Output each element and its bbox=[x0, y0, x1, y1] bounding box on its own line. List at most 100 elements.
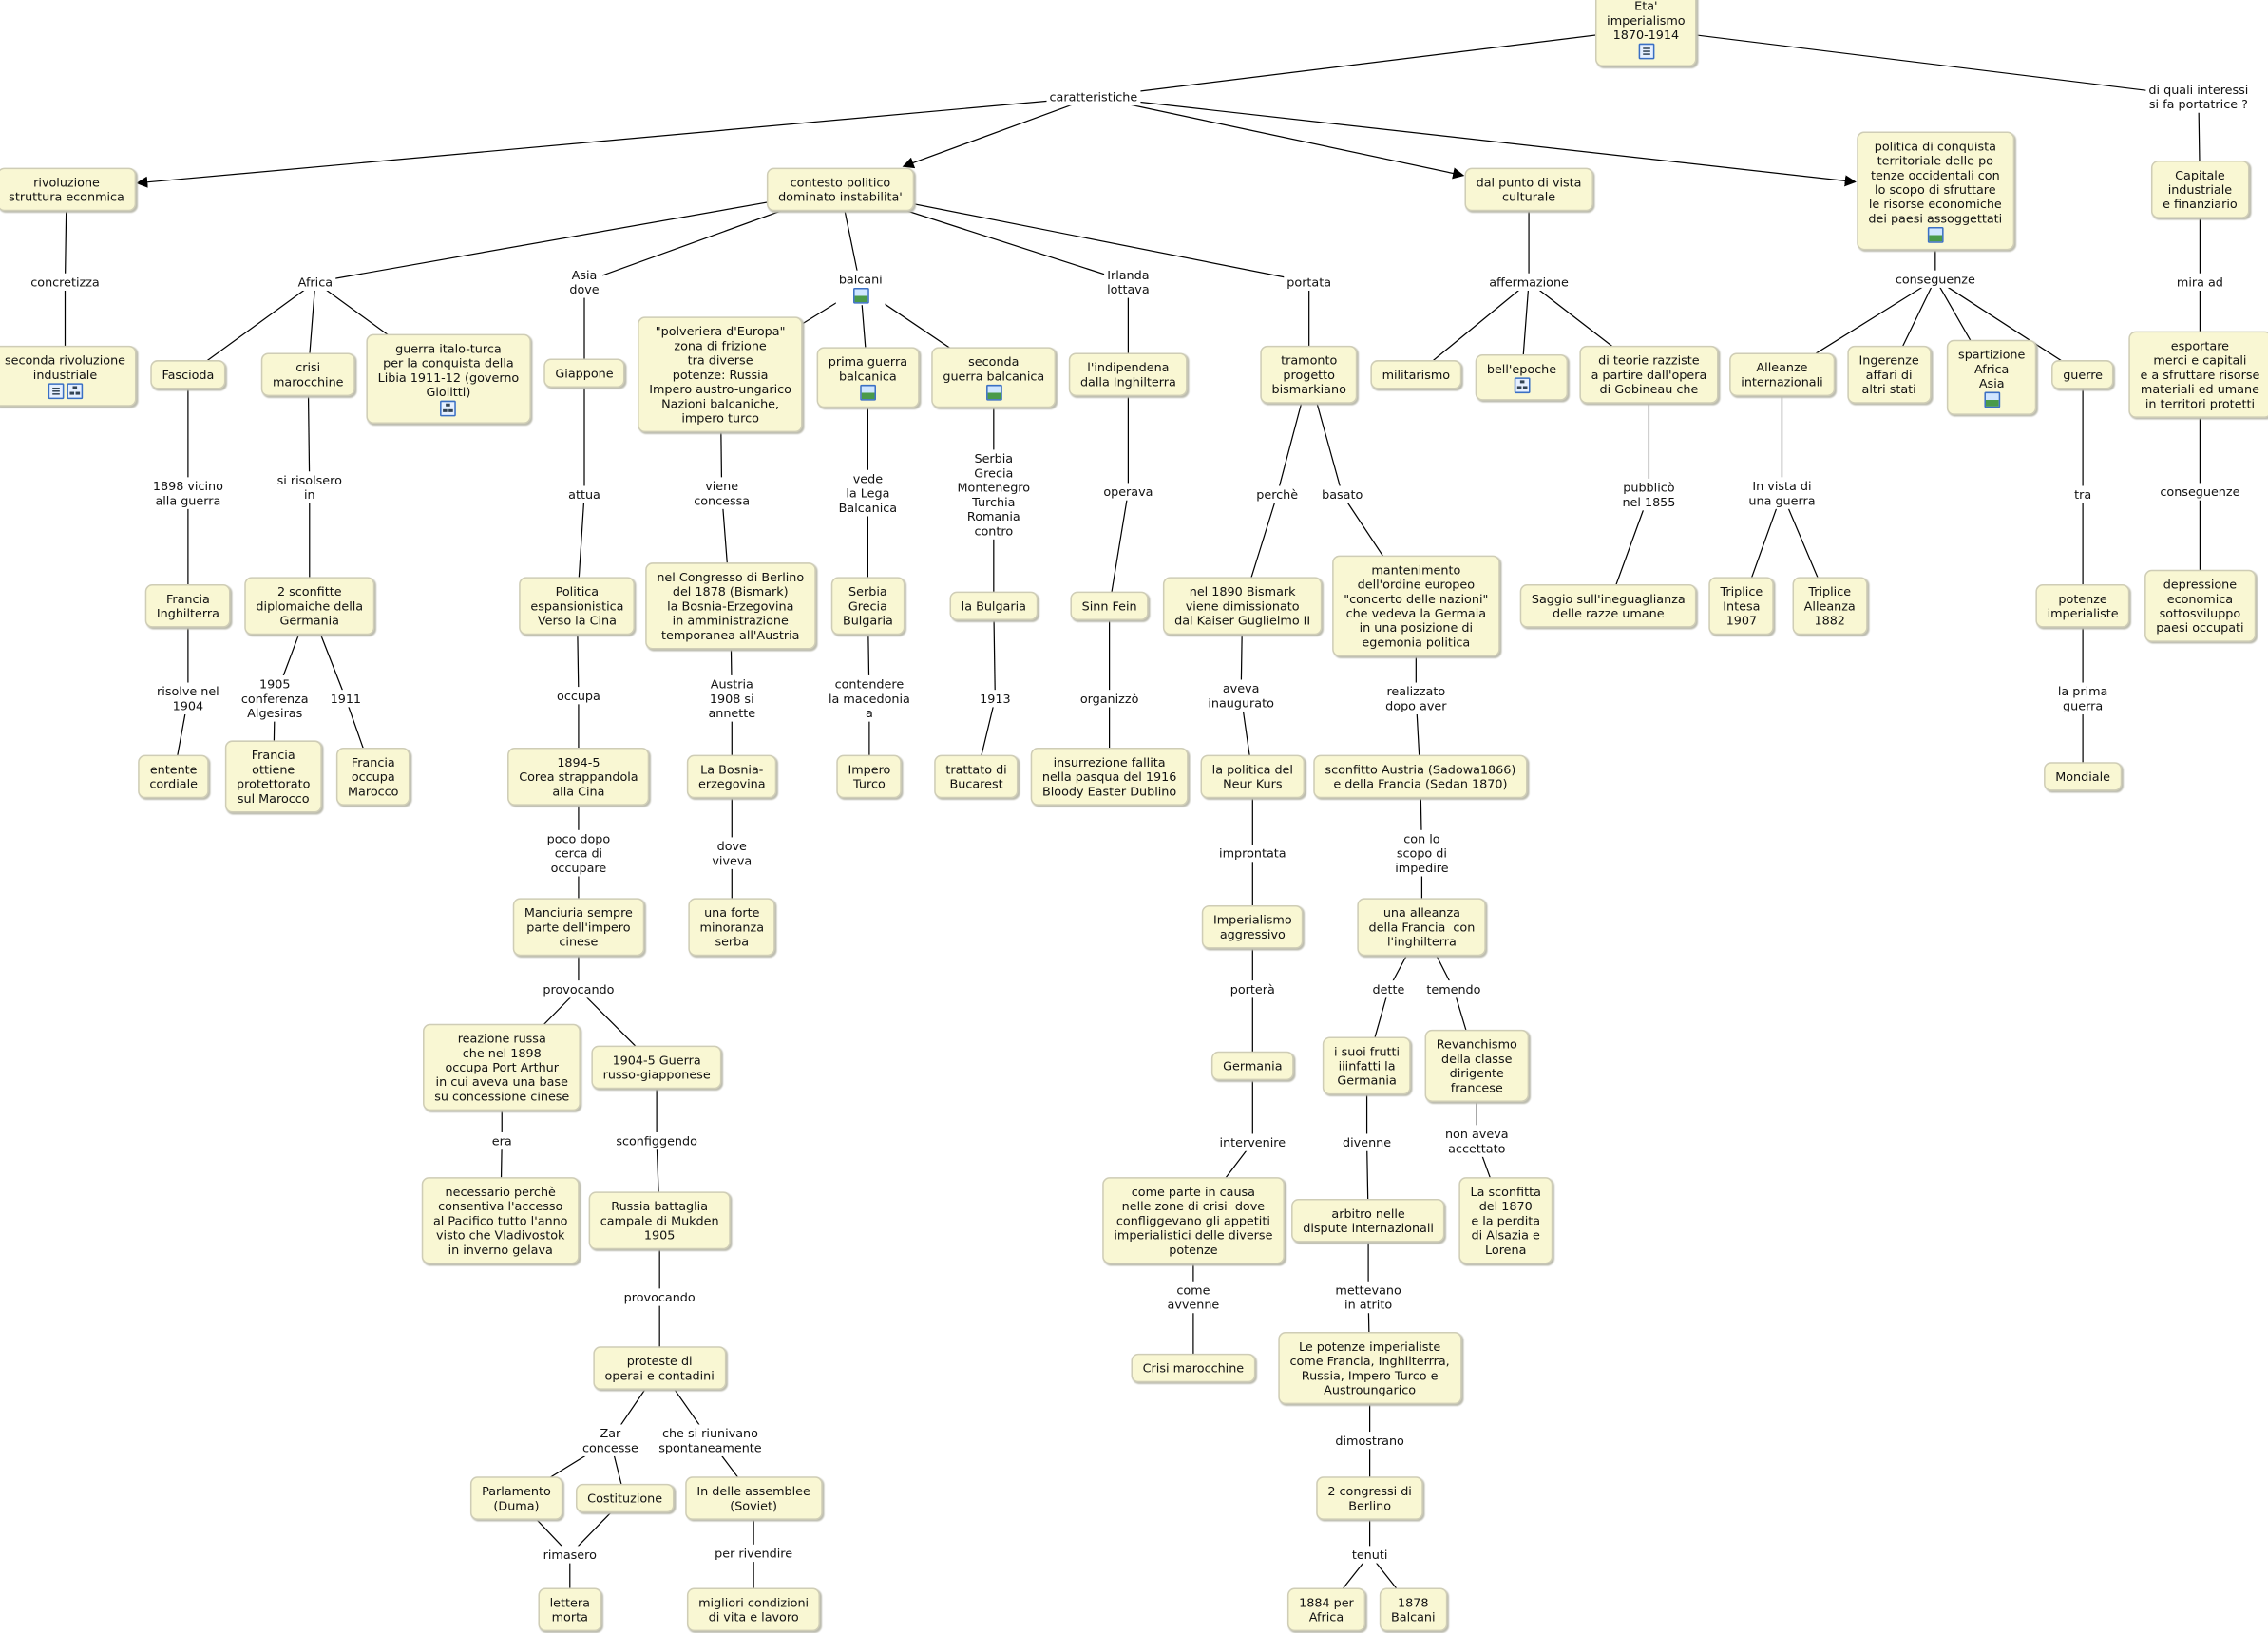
image-icon[interactable] bbox=[985, 384, 1002, 401]
concept-node-spartizione[interactable]: spartizione Africa Asia bbox=[1946, 339, 2037, 415]
document-icon[interactable] bbox=[1638, 43, 1654, 60]
concept-node-francia-ing[interactable]: Francia Inghilterra bbox=[144, 584, 232, 628]
concept-node-root[interactable]: Eta' imperialismo 1870-1914 bbox=[1594, 0, 1697, 67]
concept-node-militarismo[interactable]: militarismo bbox=[1370, 360, 1462, 389]
concept-node-saggio[interactable]: Saggio sull'ineguaglianza delle razze um… bbox=[1519, 584, 1697, 628]
link-text: porterà bbox=[1229, 981, 1275, 997]
concept-node-arbitro[interactable]: arbitro nelle dispute internazionali bbox=[1291, 1198, 1446, 1243]
concept-node-guerra-rg[interactable]: 1904-5 Guerra russo-giapponese bbox=[591, 1045, 722, 1090]
concept-node-lettera[interactable]: lettera morta bbox=[538, 1587, 602, 1632]
concept-node-alleanze[interactable]: Alleanze internazionali bbox=[1729, 352, 1835, 397]
concept-node-corea[interactable]: 1894-5 Corea strappandola alla Cina bbox=[507, 748, 650, 806]
concept-node-revanchismo[interactable]: Revanchismo della classe dirigente franc… bbox=[1424, 1029, 1529, 1102]
concept-node-n1890[interactable]: nel 1890 Bismark viene dimissionato dal … bbox=[1162, 577, 1323, 636]
concept-node-reazione[interactable]: reazione russa che nel 1898 occupa Port … bbox=[423, 1023, 581, 1111]
concept-node-bosnia[interactable]: La Bosnia- erzegovina bbox=[686, 754, 777, 799]
concept-node-riv[interactable]: rivoluzione struttura econmica bbox=[0, 167, 137, 212]
link-label-interessi: di quali interessi si fa portatrice ? bbox=[2145, 81, 2252, 113]
concept-node-crisi-mar2[interactable]: Crisi marocchine bbox=[1131, 1353, 1256, 1383]
concept-node-polveriera[interactable]: "polveriera d'Europa" zona di frizione t… bbox=[638, 316, 804, 433]
concept-node-come-parte[interactable]: come parte in causa nelle zone di crisi … bbox=[1102, 1177, 1285, 1264]
arrow-connector bbox=[1093, 96, 1857, 187]
hierarchy-icon[interactable] bbox=[67, 383, 83, 400]
link-text: conseguenze bbox=[2160, 484, 2240, 500]
link-label-realizzato: realizzato dopo aver bbox=[1382, 682, 1450, 715]
concept-node-seconda-g[interactable]: seconda guerra balcanica bbox=[931, 347, 1057, 408]
concept-node-potenze[interactable]: potenze imperialiste bbox=[2035, 584, 2130, 628]
concept-node-tramonto[interactable]: tramonto progetto bismarkiano bbox=[1260, 345, 1359, 404]
concept-node-prima[interactable]: prima guerra balcanica bbox=[816, 347, 920, 408]
concept-node-bulgaria[interactable]: la Bulgaria bbox=[949, 591, 1039, 621]
concept-node-depressione[interactable]: depressione economica sottosviluppo paes… bbox=[2144, 569, 2256, 642]
concept-node-guerra-it[interactable]: guerra italo-turca per la conquista dell… bbox=[366, 333, 531, 425]
concept-node-parlamento[interactable]: Parlamento (Duma) bbox=[469, 1476, 562, 1520]
concept-node-sconfitte2[interactable]: 2 sconfitte diplomaiche della Germania bbox=[244, 577, 375, 636]
link-text: affermazione bbox=[1489, 275, 1569, 290]
concept-node-fascioda[interactable]: Fascioda bbox=[150, 360, 226, 389]
concept-node-esportare[interactable]: esportare merci e capitali e a sfruttare… bbox=[2128, 331, 2268, 418]
concept-node-guerre[interactable]: guerre bbox=[2051, 360, 2115, 389]
concept-node-politica-esp[interactable]: Politica espansionistica Verso la Cina bbox=[519, 577, 636, 636]
concept-node-n1884[interactable]: 1884 per Africa bbox=[1286, 1587, 1365, 1632]
concept-node-belle[interactable]: bell'epoche bbox=[1475, 353, 1569, 401]
concept-node-francia-occ[interactable]: Francia occupa Marocco bbox=[335, 748, 410, 806]
concept-node-costituzione[interactable]: Costituzione bbox=[575, 1483, 675, 1513]
concept-node-insurrezione[interactable]: insurrezione fallita nella pasqua del 19… bbox=[1030, 748, 1189, 806]
concept-node-politica[interactable]: politica di conquista territoriale delle… bbox=[1857, 131, 2014, 251]
image-icon[interactable] bbox=[860, 384, 876, 401]
image-icon[interactable] bbox=[1983, 391, 2000, 408]
concept-node-contesto[interactable]: contesto politico dominato instabilita' bbox=[766, 167, 914, 212]
concept-node-giappone[interactable]: Giappone bbox=[543, 358, 625, 388]
concept-text: la Bulgaria bbox=[961, 598, 1026, 614]
concept-node-proteste[interactable]: proteste di operai e contadini bbox=[593, 1346, 726, 1390]
resource-icons bbox=[1607, 43, 1685, 60]
concept-node-trattato[interactable]: trattato di Bucarest bbox=[934, 754, 1019, 799]
hierarchy-icon[interactable] bbox=[440, 400, 457, 417]
document-icon[interactable] bbox=[48, 383, 64, 400]
connector-line bbox=[993, 605, 996, 699]
concept-node-assemblee[interactable]: In delle assemblee (Soviet) bbox=[685, 1476, 823, 1520]
concept-node-triplice-i[interactable]: Triplice Intesa 1907 bbox=[1708, 577, 1775, 636]
concept-node-francia-ott[interactable]: Francia ottiene protettorato sul Marocco bbox=[224, 740, 322, 813]
concept-node-indip[interactable]: l'indipendena dalla Inghilterra bbox=[1068, 352, 1189, 397]
concept-node-seconda-riv[interactable]: seconda rivoluzione industriale bbox=[0, 345, 138, 407]
concept-node-imp-aggr[interactable]: Imperialismo aggressivo bbox=[1201, 904, 1304, 949]
concept-node-sinn[interactable]: Sinn Fein bbox=[1070, 591, 1149, 621]
link-text: provocando bbox=[623, 1289, 696, 1305]
concept-node-mantenimento[interactable]: mantenimento dell'ordine europeo "concer… bbox=[1332, 555, 1500, 657]
concept-node-congressi2[interactable]: 2 congressi di Berlino bbox=[1316, 1476, 1424, 1520]
concept-node-sconfitta1870[interactable]: La sconfitta del 1870 e la perdita di Al… bbox=[1458, 1177, 1553, 1264]
concept-node-serbia-gb[interactable]: Serbia Grecia Bulgaria bbox=[830, 577, 905, 636]
concept-node-teorie[interactable]: di teorie razziste a partire dall'opera … bbox=[1579, 345, 1719, 404]
image-icon[interactable] bbox=[1927, 227, 1944, 243]
concept-node-culturale[interactable]: dal punto di vista culturale bbox=[1464, 167, 1593, 212]
concept-node-migliori[interactable]: migliori condizioni di vita e lavoro bbox=[686, 1587, 821, 1632]
link-text: provocando bbox=[543, 981, 615, 997]
concept-node-alleanza-fr[interactable]: una alleanza della Francia con l'inghilt… bbox=[1357, 898, 1487, 957]
link-text: tra bbox=[2074, 487, 2092, 503]
concept-node-necessario[interactable]: necessario perchè consentiva l'accesso a… bbox=[421, 1177, 580, 1264]
concept-node-neur[interactable]: la politica del Neur Kurs bbox=[1200, 754, 1306, 799]
concept-node-frutti[interactable]: i suoi frutti iiinfatti la Germania bbox=[1322, 1036, 1412, 1095]
concept-node-entente[interactable]: entente cordiale bbox=[138, 754, 210, 799]
concept-node-manciuria[interactable]: Manciuria sempre parte dell'impero cines… bbox=[512, 898, 645, 957]
concept-node-impero-t[interactable]: Impero Turco bbox=[836, 754, 903, 799]
concept-node-crisi[interactable]: crisi marocchine bbox=[260, 352, 355, 397]
concept-node-triplice-a[interactable]: Triplice Alleanza 1882 bbox=[1792, 577, 1867, 636]
concept-node-sconfitto[interactable]: sconfitto Austria (Sadowa1866) e della F… bbox=[1313, 754, 1528, 799]
concept-node-n1878[interactable]: 1878 Balcani bbox=[1379, 1587, 1447, 1632]
concept-text: potenze imperialiste bbox=[2047, 591, 2119, 621]
concept-node-mondiale[interactable]: Mondiale bbox=[2044, 762, 2123, 791]
concept-node-minoranza[interactable]: una forte minoranza serba bbox=[688, 898, 776, 957]
concept-node-russia-batt[interactable]: Russia battaglia campale di Mukden 1905 bbox=[588, 1191, 731, 1250]
hierarchy-icon[interactable] bbox=[1514, 377, 1530, 394]
link-label-risolsero: si risolsero in bbox=[274, 471, 345, 503]
concept-node-ingerenze[interactable]: Ingerenze affari di altri stati bbox=[1847, 345, 1931, 404]
connector-line bbox=[1415, 281, 1530, 375]
concept-node-capitale[interactable]: Capitale industriale e finanziario bbox=[2150, 160, 2249, 218]
concept-node-germania[interactable]: Germania bbox=[1210, 1051, 1294, 1081]
concept-node-congresso[interactable]: nel Congresso di Berlino del 1878 (Bisma… bbox=[645, 562, 816, 650]
image-icon[interactable] bbox=[852, 287, 869, 304]
concept-text: Germania bbox=[1223, 1058, 1283, 1073]
concept-node-potenze-imp[interactable]: Le potenze imperialiste come Francia, In… bbox=[1278, 1332, 1461, 1405]
